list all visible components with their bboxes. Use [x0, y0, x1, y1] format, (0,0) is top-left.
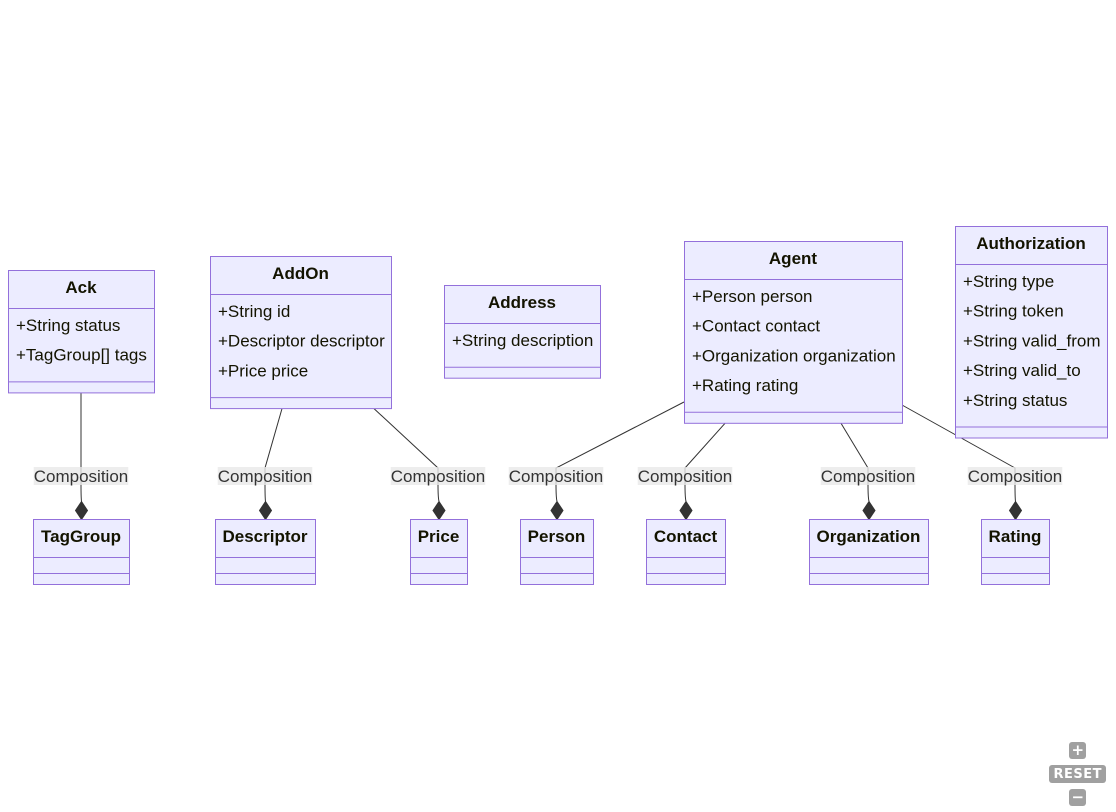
relation-label-background	[390, 467, 486, 485]
class-organization[interactable]: Organization	[809, 519, 929, 585]
relation-label-text: Composition	[968, 467, 1063, 486]
composition-diamond-icon	[74, 500, 89, 521]
class-name: Descriptor	[222, 527, 307, 546]
relation-labels-layer: Composition Composition Composition Composi…	[33, 467, 1063, 486]
relation-label: Composition	[33, 467, 129, 486]
relation-label-text: Composition	[638, 467, 733, 486]
class-attribute: +String type	[963, 272, 1054, 291]
relation-label-background	[637, 467, 733, 485]
relation-label-text: Composition	[34, 467, 129, 486]
class-name: Address	[488, 293, 556, 312]
relation-label: Composition	[217, 467, 313, 486]
relation-label-background	[217, 467, 313, 485]
class-name: Ack	[65, 278, 97, 297]
class-addon[interactable]: AddOn +String id +Descriptor descriptor +Pr…	[210, 256, 392, 410]
minus-icon: −	[1071, 788, 1085, 806]
class-box	[8, 270, 155, 394]
zoom-controls: + RESET −	[1049, 742, 1106, 806]
class-attribute: +Price price	[218, 361, 308, 380]
class-name: Rating	[989, 527, 1042, 546]
class-name: Contact	[654, 527, 718, 546]
class-name: Organization	[817, 527, 921, 546]
zoom-in-button[interactable]: +	[1069, 741, 1087, 759]
zoom-out-button[interactable]: −	[1069, 788, 1087, 806]
class-address[interactable]: Address +String description	[444, 285, 601, 379]
relation-label: Composition	[820, 467, 916, 486]
relation-line	[264, 408, 283, 502]
composition-diamond-icon	[679, 500, 693, 521]
class-name: Authorization	[976, 234, 1086, 253]
relation-label-background	[820, 467, 916, 485]
relation-label: Composition	[390, 467, 486, 486]
class-attribute: +String status	[16, 316, 120, 335]
class-name: TagGroup	[41, 527, 121, 546]
relation-label: Composition	[637, 467, 733, 486]
relation-label-background	[33, 467, 129, 485]
class-attribute: +String token	[963, 302, 1064, 321]
classes-layer: Ack +String status +TagGroup[] tags AddOn +S…	[8, 226, 1108, 585]
class-box	[210, 256, 392, 410]
relation-ack-taggroup	[74, 392, 89, 521]
plus-icon: +	[1071, 741, 1085, 759]
relation-label-text: Composition	[821, 467, 916, 486]
class-name: Price	[418, 527, 460, 546]
class-attribute: +String valid_to	[963, 361, 1081, 380]
class-ack[interactable]: Ack +String status +TagGroup[] tags	[8, 270, 155, 394]
relation-line	[555, 401, 685, 502]
relation-label-text: Composition	[509, 467, 604, 486]
class-box	[955, 226, 1108, 439]
class-taggroup[interactable]: TagGroup	[33, 519, 130, 585]
relation-label-text: Composition	[218, 467, 313, 486]
relation-addon-descriptor	[258, 408, 283, 521]
class-attribute: +Rating rating	[692, 376, 798, 395]
relation-agent-person	[550, 401, 685, 521]
class-person[interactable]: Person	[520, 519, 594, 585]
composition-diamond-icon	[258, 500, 273, 521]
class-name: Agent	[769, 249, 818, 268]
relation-line	[684, 422, 726, 502]
class-name: Person	[528, 527, 586, 546]
relation-label-background	[967, 467, 1063, 485]
relation-addon-price	[373, 408, 446, 521]
class-box	[444, 285, 601, 379]
class-attribute: +String status	[963, 391, 1067, 410]
class-attribute: +String valid_from	[963, 331, 1100, 350]
relation-label-text: Composition	[391, 467, 486, 486]
class-attribute: +TagGroup[] tags	[16, 346, 147, 365]
class-attribute: +Descriptor descriptor	[218, 332, 385, 351]
class-price[interactable]: Price	[410, 519, 468, 585]
relation-label: Composition	[967, 467, 1063, 486]
class-attribute: +String description	[452, 331, 593, 350]
class-contact[interactable]: Contact	[646, 519, 726, 585]
class-attribute: +Person person	[692, 287, 813, 306]
composition-diamond-icon	[1008, 500, 1023, 521]
composition-diamond-icon	[862, 500, 876, 521]
composition-diamond-icon	[432, 500, 446, 521]
class-box	[684, 241, 903, 424]
relation-label: Composition	[508, 467, 604, 486]
class-attribute: +String id	[218, 302, 290, 321]
reset-button[interactable]: RESET	[1049, 765, 1106, 783]
composition-diamond-icon	[550, 500, 564, 521]
class-attribute: +Organization organization	[692, 346, 896, 365]
class-descriptor[interactable]: Descriptor	[215, 519, 316, 585]
class-authorization[interactable]: Authorization +String type +String token +S…	[955, 226, 1108, 439]
class-rating[interactable]: Rating	[981, 519, 1050, 585]
relation-line	[840, 423, 870, 502]
class-agent[interactable]: Agent +Person person +Contact contact +Orga…	[684, 241, 903, 424]
class-attribute: +Contact contact	[692, 317, 820, 336]
relation-line	[373, 408, 440, 502]
relation-label-background	[508, 467, 604, 485]
class-name: AddOn	[272, 264, 329, 283]
